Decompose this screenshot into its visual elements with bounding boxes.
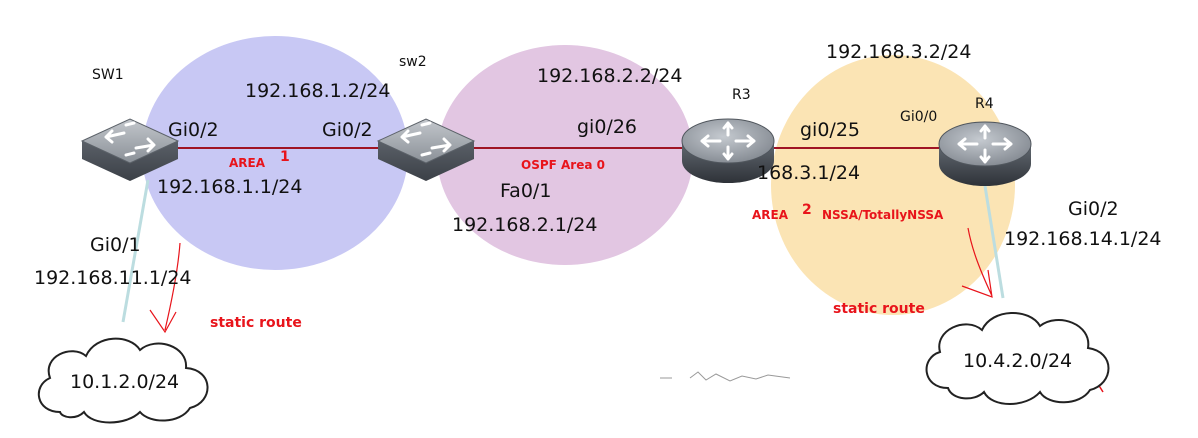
blank-patch-right (630, 375, 900, 438)
switch-icon[interactable] (376, 118, 476, 181)
area2-label: AREA (752, 208, 789, 222)
ip-r3-area2: 168.3.1/24 (757, 162, 861, 184)
cloud-left-network: 10.1.2.0/24 (70, 371, 180, 393)
ip-r4-stub: 192.168.14.1/24 (1004, 228, 1162, 250)
area1-label: AREA (229, 156, 266, 170)
static-route-arrow-left (149, 242, 181, 334)
cloud-icon (925, 312, 1110, 405)
sw1-cloud-link (121, 179, 150, 323)
sw2-fa0-1-label: Fa0/1 (500, 180, 552, 202)
blank-patch-left (205, 350, 605, 438)
r3-label: R3 (732, 87, 751, 103)
sw2-gi0-2-label: Gi0/2 (322, 119, 373, 141)
static-route-left-label: static route (210, 315, 302, 331)
sw1-label: SW1 (92, 67, 124, 83)
ip-r3-area0: 192.168.2.2/24 (537, 65, 683, 87)
switch-icon[interactable] (80, 118, 180, 181)
router-icon[interactable] (681, 118, 775, 183)
ip-sw1-area1: 192.168.1.1/24 (157, 176, 303, 198)
r3-gi0-26-label: gi0/26 (577, 116, 638, 138)
r4-gi0-2-label: Gi0/2 (1068, 198, 1119, 220)
static-route-arrow-right (961, 227, 993, 298)
r3-gi0-25-label: gi0/25 (800, 119, 861, 141)
static-route-right-label: static route (833, 301, 925, 317)
r4-label: R4 (975, 96, 994, 112)
ip-sw1-stub: 192.168.11.1/24 (34, 267, 192, 289)
scribble-mark (660, 371, 791, 382)
ip-sw2-area0: 192.168.2.1/24 (452, 214, 598, 236)
sw1-gi0-1-label: Gi0/1 (90, 234, 141, 256)
sw1-gi0-2-label: Gi0/2 (168, 119, 219, 141)
area1-number: 1 (280, 149, 290, 165)
cloud-icon (37, 337, 209, 424)
cloud-right-network: 10.4.2.0/24 (963, 350, 1073, 372)
area0-region (437, 45, 693, 265)
area1-region (142, 36, 408, 270)
r4-cloud-link (983, 185, 1005, 299)
r4-gi0-0-label: Gi0/0 (900, 109, 938, 125)
area2-number: 2 (802, 202, 812, 218)
ip-r4-area2: 192.168.3.2/24 (826, 41, 972, 63)
area2-region (771, 55, 1015, 315)
router-icon[interactable] (938, 121, 1032, 186)
sw2-label: sw2 (399, 54, 427, 70)
area2-type: NSSA/TotallyNSSA (822, 208, 944, 222)
ip-sw2-area1: 192.168.1.2/24 (245, 80, 391, 102)
area0-label: OSPF Area 0 (521, 158, 605, 172)
